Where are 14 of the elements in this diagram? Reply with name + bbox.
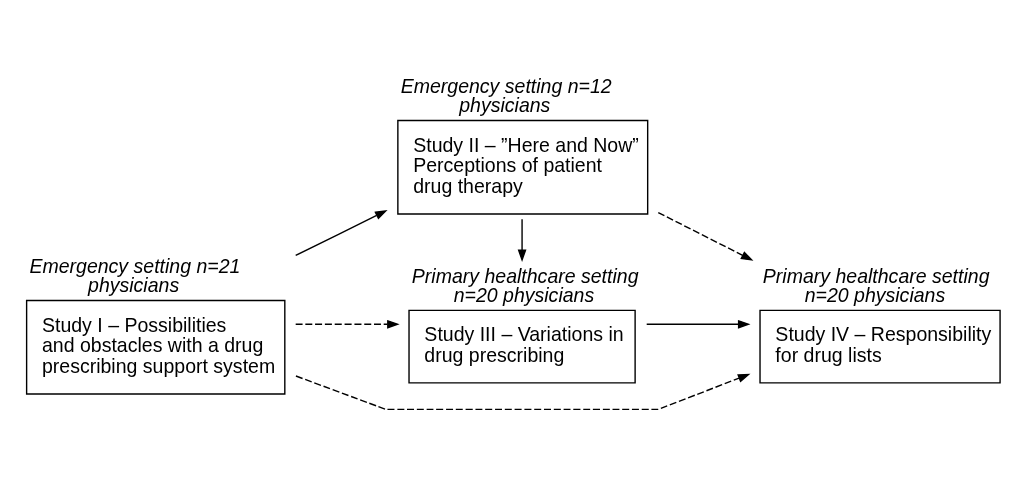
arrow — [517, 218, 527, 263]
arrow — [295, 373, 751, 411]
arrow — [646, 319, 751, 329]
node-box: Study IV – Responsibility for drug lists — [759, 309, 1001, 384]
node-label: Emergency setting n=12 physicians — [400, 74, 612, 117]
node-label: Emergency setting n=21 physicians — [29, 254, 241, 297]
arrow — [295, 319, 400, 329]
arrow — [657, 211, 754, 261]
node-label: Primary healthcare setting n=20 physicians — [411, 264, 639, 307]
node-box: Study I – Possibilities and obstacles with a drug prescribing support system — [25, 299, 286, 395]
node-box: Study III – Variations in drug prescribing — [408, 309, 636, 384]
arrow — [295, 210, 388, 257]
node-box: Study II – ”Here and Now” Perceptions of patient drug therapy — [397, 119, 649, 215]
node-label: Primary healthcare setting n=20 physicians — [762, 264, 990, 307]
